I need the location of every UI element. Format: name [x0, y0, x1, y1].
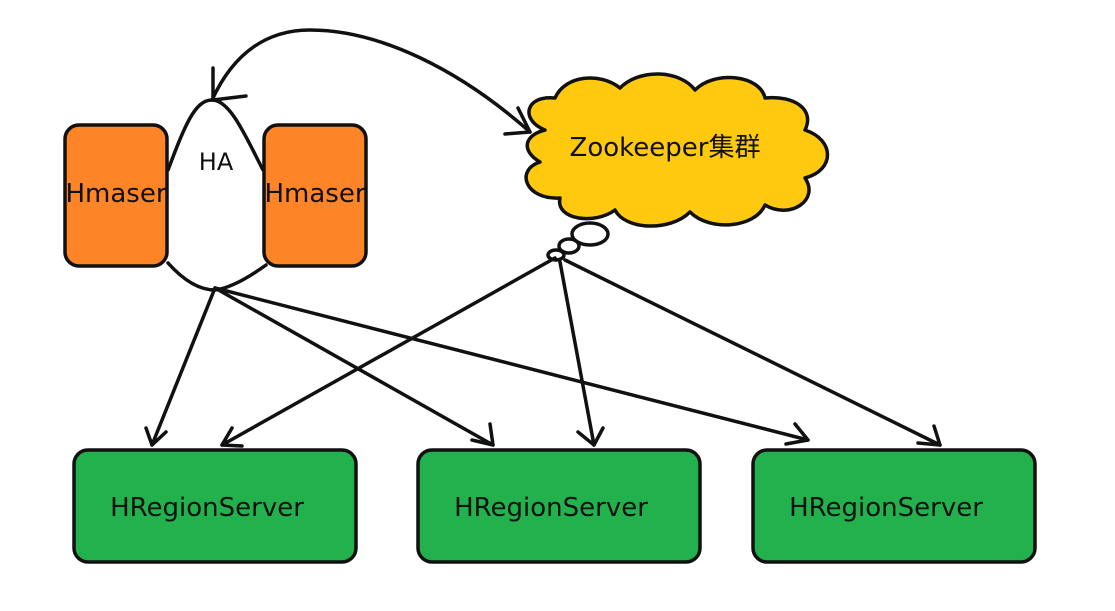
- region-server-box-3: HRegionServer: [751, 448, 1037, 564]
- region-server-box-2: HRegionServer: [416, 448, 702, 564]
- master-zookeeper-double-arrow: [210, 28, 532, 136]
- arrow-zk-to-rs2: [558, 260, 596, 447]
- arrowhead-master-rs3: [784, 422, 810, 446]
- arrowhead-zookeeper: [503, 106, 532, 136]
- arrowhead-master-rs1: [144, 426, 168, 447]
- arrow-master-to-rs3: [213, 286, 810, 442]
- arrowhead-master: [211, 66, 248, 102]
- hmaster-box-2: Hmaser: [262, 123, 368, 268]
- region-server-box-3-shape: [751, 448, 1037, 564]
- thought-bubble-small: [546, 248, 566, 262]
- hmaster-box-1-label: Hmaser: [65, 179, 166, 209]
- cloud-shape: [524, 72, 830, 228]
- double-arrow-curve: [210, 28, 532, 134]
- arrowhead-zk-rs2: [576, 426, 605, 447]
- thought-bubble-medium: [557, 237, 581, 255]
- zookeeper-cluster-cloud: Zookeeper集群: [524, 72, 830, 262]
- region-server-box-1: HRegionServer: [72, 448, 358, 564]
- ha-bottom-curve: [166, 261, 268, 292]
- region-server-box-3-label: HRegionServer: [789, 493, 983, 523]
- arrow-zk-to-rs3: [563, 258, 942, 447]
- hmaster-box-2-label: Hmaser: [264, 179, 365, 209]
- arrowhead-zk-rs3: [916, 424, 942, 447]
- zookeeper-arrows: [220, 256, 942, 448]
- hmaster-box-1-shape: [63, 123, 169, 268]
- region-server-box-2-label: HRegionServer: [454, 493, 648, 523]
- region-server-box-1-shape: [72, 448, 358, 564]
- ha-connector: HA: [166, 98, 268, 292]
- thought-bubble-large: [570, 221, 610, 247]
- master-arrows: [144, 286, 810, 447]
- zookeeper-label: Zookeeper集群: [570, 133, 761, 163]
- hmaster-box-1: Hmaser: [63, 123, 169, 268]
- arrow-master-to-rs1: [150, 286, 217, 447]
- region-server-box-1-label: HRegionServer: [110, 493, 304, 523]
- arrowhead-zk-rs1: [220, 426, 244, 448]
- region-server-box-2-shape: [416, 448, 702, 564]
- arrow-zk-to-rs1: [220, 256, 557, 447]
- ha-label: HA: [199, 148, 234, 176]
- arrowhead-master-rs2: [470, 422, 495, 447]
- hmaster-box-2-shape: [262, 123, 368, 268]
- arrow-master-to-rs2: [213, 286, 495, 447]
